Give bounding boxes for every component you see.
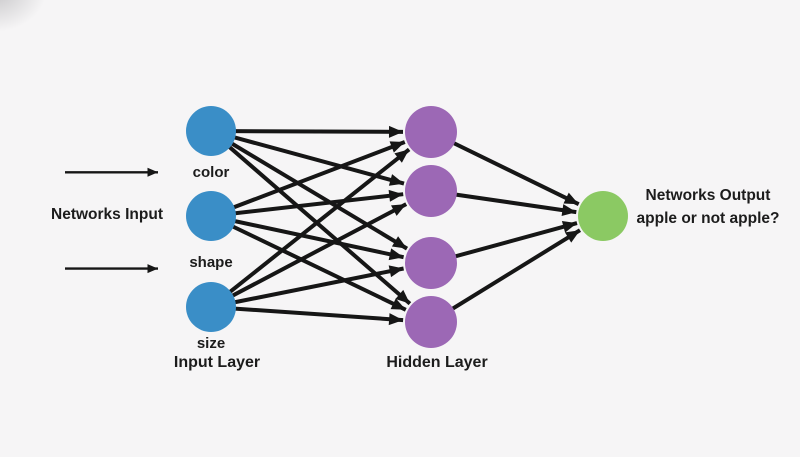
edge-color-h2: [210, 129, 405, 186]
input-node-label-size: size: [196, 335, 226, 352]
edge-h4-output: [429, 228, 582, 324]
hidden-node-4: [405, 296, 457, 348]
edge-size-h3: [210, 265, 404, 309]
input-to-hidden-edges: [209, 125, 412, 326]
edge-size-h2: [210, 202, 408, 309]
edge-shape-h3: [210, 214, 405, 261]
input-node-size: [186, 282, 236, 332]
hidden-node-1: [405, 106, 457, 158]
edge-color-h3: [209, 129, 409, 251]
edge-size-h4: [210, 305, 404, 326]
edge-shape-h1: [210, 140, 406, 218]
input-node-color: [186, 106, 236, 156]
edge-shape-h4: [210, 214, 407, 312]
hidden-node-2: [405, 165, 457, 217]
input-layer-nodes: [186, 106, 236, 332]
output-node: [578, 191, 628, 241]
input-node-label-color: color: [192, 164, 230, 181]
hidden-node-3: [405, 237, 457, 289]
networks-output-label: Networks Output apple or not apple?: [637, 184, 780, 230]
edge-size-h1: [209, 147, 411, 309]
edge-h1-output: [430, 130, 580, 206]
input-node-shape: [186, 191, 236, 241]
hidden-to-output-edges: [429, 130, 582, 324]
networks-output-line2: apple or not apple?: [636, 210, 780, 227]
edge-shape-h2: [210, 189, 404, 218]
input-layer-caption: Input Layer: [173, 354, 261, 371]
hidden-layer-nodes: [405, 106, 457, 348]
networks-output-line1: Networks Output: [645, 187, 771, 204]
hidden-layer-caption: Hidden Layer: [386, 354, 488, 371]
network-input-arrows: [65, 167, 158, 274]
input-node-label-shape: shape: [189, 254, 233, 271]
networks-input-label: Networks Input: [51, 206, 163, 223]
edge-color-h1: [210, 125, 404, 138]
